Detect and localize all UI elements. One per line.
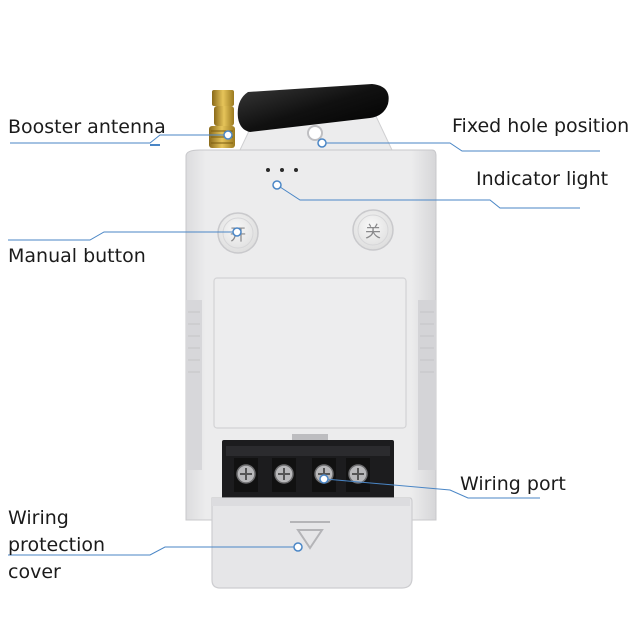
antenna: [209, 84, 389, 148]
terminal-block: [222, 434, 394, 502]
callout-lines: [8, 130, 600, 556]
label-wiring-protection-cover: Wiring protection cover: [8, 507, 106, 583]
label-wiring-port: Wiring port: [460, 473, 566, 495]
terminal-screws: [234, 458, 370, 492]
label-indicator-light: Indicator light: [476, 168, 609, 190]
fixed-hole: [307, 125, 323, 141]
label-booster-antenna: Booster antenna: [8, 116, 166, 138]
label-fixed-hole-position: Fixed hole position: [452, 115, 630, 137]
label-manual-button: Manual button: [8, 245, 146, 267]
off-button-label: 关: [365, 222, 381, 241]
off-button[interactable]: 关: [352, 209, 394, 251]
indicator-lights: [266, 168, 298, 172]
arrow-down-icon: [296, 529, 324, 550]
wiring-protection-cover: [211, 497, 413, 589]
